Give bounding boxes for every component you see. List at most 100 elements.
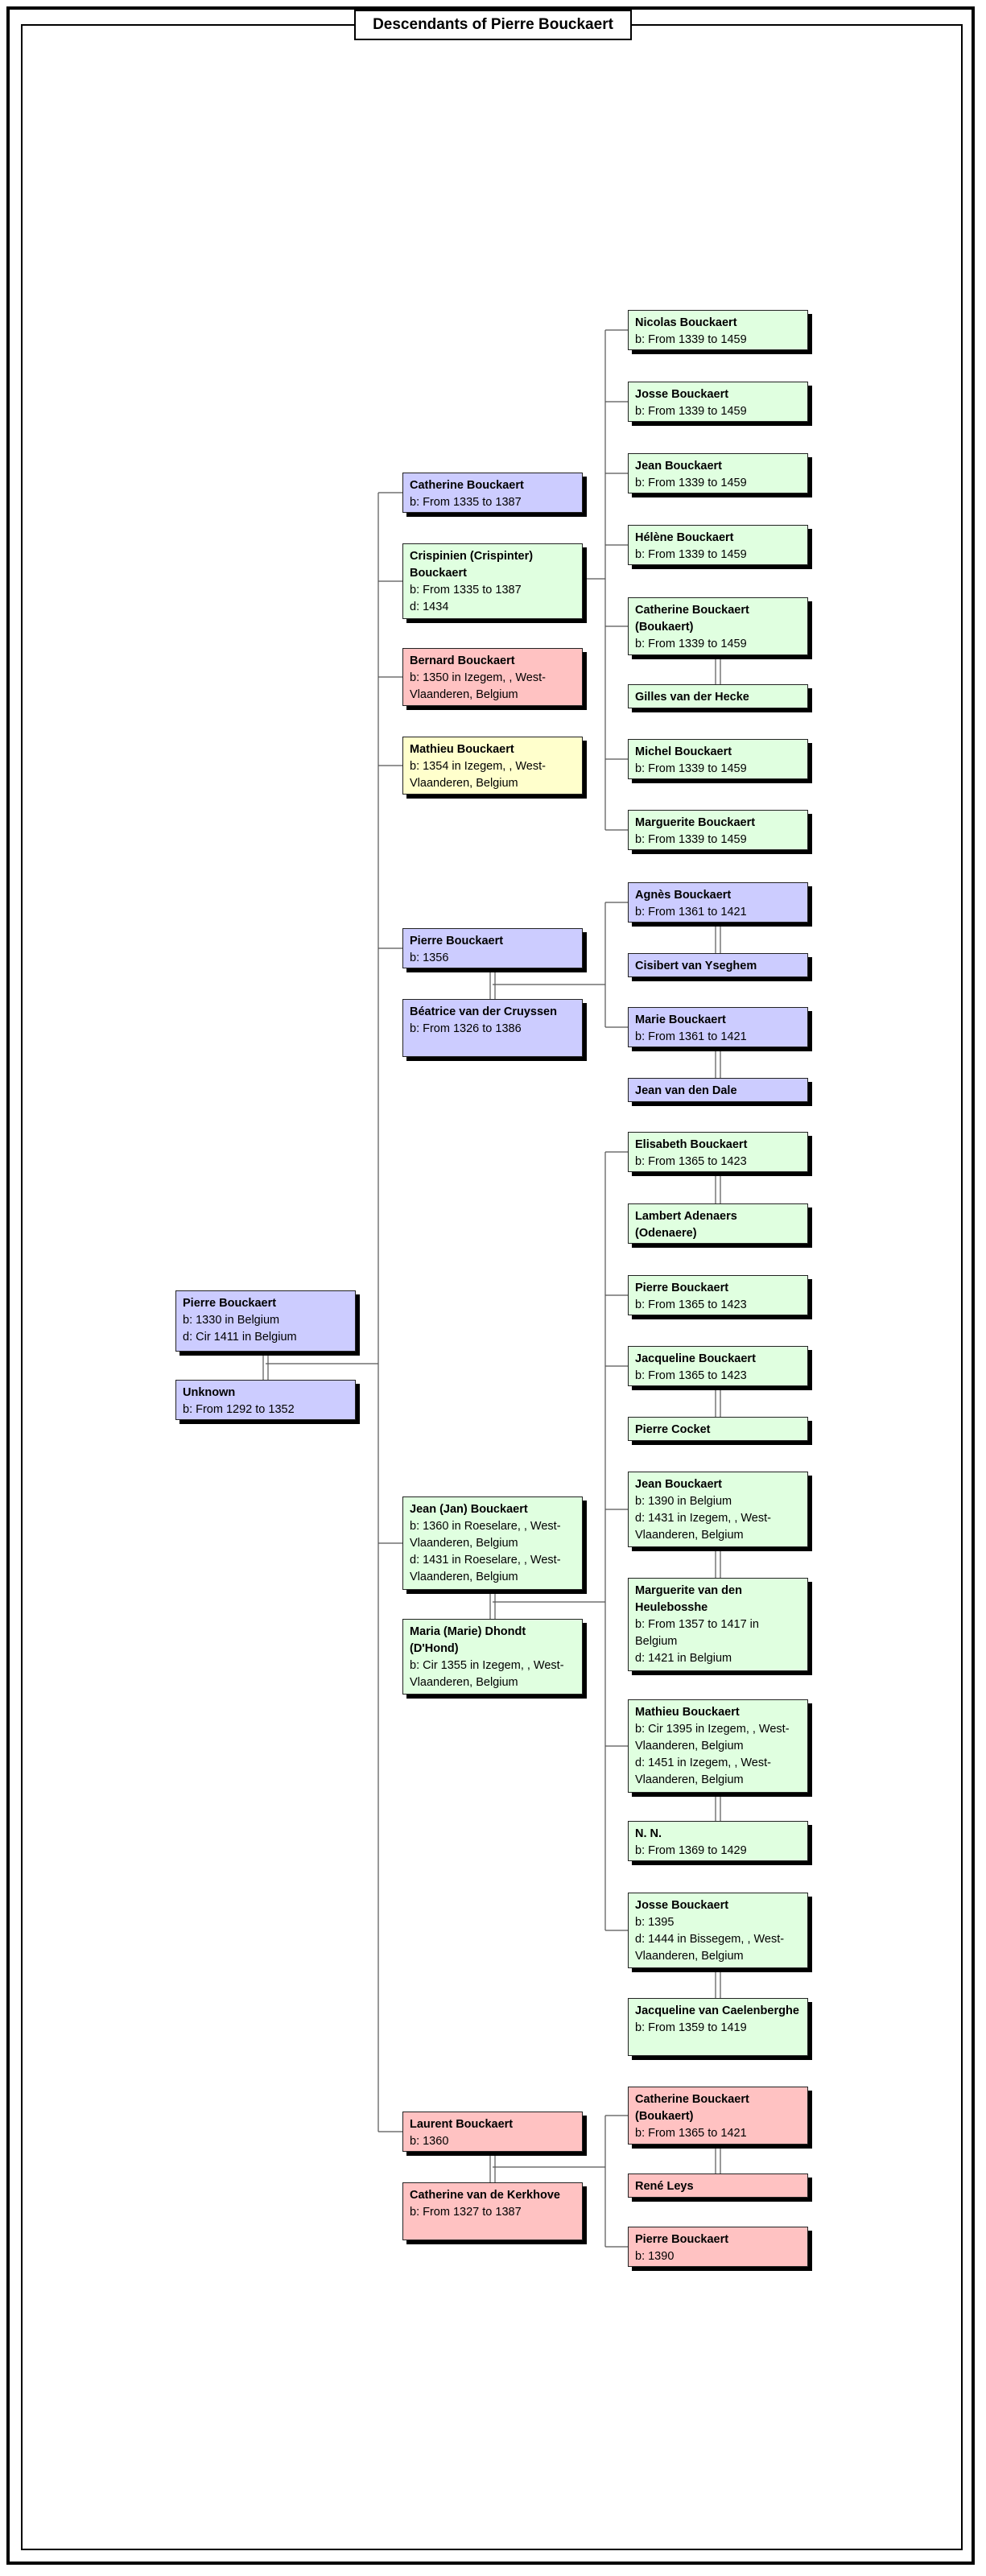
person-box-g5: Catherine Bouckaert (Boukaert) b: From 13…	[628, 597, 808, 655]
person-box-l1: Catherine Bouckaert (Boukaert) b: From 13…	[628, 2087, 808, 2145]
person-detail: b: From 1339 to 1459	[635, 762, 747, 775]
person-name: Agnès Bouckaert	[635, 889, 732, 902]
person-box-g2: Josse Bouckaert b: From 1339 to 1459	[628, 382, 808, 422]
person-name: Nicolas Bouckaert	[635, 316, 737, 329]
person-detail: b: From 1365 to 1421	[635, 2127, 747, 2140]
person-box-j4s: Marguerite van den Heulebosshe b: From 13…	[628, 1578, 808, 1671]
person-detail: b: 1360	[410, 2135, 449, 2148]
person-detail: b: 1395	[635, 1916, 675, 1929]
person-name: Marie Bouckaert	[635, 1013, 726, 1026]
person-detail: b: From 1357 to 1417 in Belgium	[635, 1618, 759, 1648]
person-detail: d: 1421 in Belgium	[635, 1652, 732, 1665]
person-name: Jean Bouckaert	[635, 1478, 722, 1491]
person-detail: d: Cir 1411 in Belgium	[183, 1331, 297, 1344]
person-box-c5: Pierre Bouckaert b: 1356	[402, 928, 583, 968]
person-detail: b: From 1369 to 1429	[635, 1844, 747, 1857]
person-detail: b: 1390	[635, 2250, 675, 2263]
person-detail: d: 1451 in Izegem, , West-Vlaanderen, Be…	[635, 1757, 771, 1786]
person-name: Catherine Bouckaert (Boukaert)	[635, 2093, 749, 2123]
person-detail: b: From 1339 to 1459	[635, 638, 747, 650]
person-detail: b: From 1359 to 1419	[635, 2021, 747, 2034]
person-detail: d: 1444 in Bissegem, , West-Vlaanderen, …	[635, 1933, 785, 1963]
person-detail: b: From 1326 to 1386	[410, 1022, 522, 1035]
person-detail: b: From 1339 to 1459	[635, 333, 747, 346]
person-name: Bernard Bouckaert	[410, 654, 515, 667]
person-name: Hélène Bouckaert	[635, 531, 734, 544]
person-detail: d: 1431 in Roeselare, , West-Vlaanderen,…	[410, 1554, 561, 1583]
person-box-j3s: Pierre Cocket	[628, 1417, 808, 1441]
person-name: Pierre Bouckaert	[410, 935, 504, 947]
person-box-g5s: Gilles van der Hecke	[628, 684, 808, 708]
person-box-c3: Bernard Bouckaert b: 1350 in Izegem, , We…	[402, 648, 583, 706]
person-name: Jean van den Dale	[635, 1084, 737, 1097]
outer-frame	[6, 6, 975, 2565]
person-detail: b: From 1361 to 1421	[635, 906, 747, 919]
person-detail: b: 1356	[410, 952, 449, 964]
person-name: Michel Bouckaert	[635, 745, 732, 758]
person-detail: b: Cir 1395 in Izegem, , West-Vlaanderen…	[635, 1723, 790, 1752]
person-box-g1: Nicolas Bouckaert b: From 1339 to 1459	[628, 310, 808, 350]
person-name: Laurent Bouckaert	[410, 2118, 514, 2131]
person-box-j4: Jean Bouckaert b: 1390 in Belgium d: 1431 …	[628, 1472, 808, 1547]
person-name: Maria (Marie) Dhondt (D'Hond)	[410, 1625, 526, 1655]
person-detail: b: 1330 in Belgium	[183, 1314, 280, 1327]
person-name: N. N.	[635, 1827, 662, 1840]
person-box-c6s: Maria (Marie) Dhondt (D'Hond) b: Cir 1355…	[402, 1619, 583, 1695]
person-name: Marguerite Bouckaert	[635, 816, 756, 829]
person-name: Mathieu Bouckaert	[410, 743, 514, 756]
person-name: René Leys	[635, 2180, 694, 2193]
person-detail: b: From 1335 to 1387	[410, 496, 522, 509]
person-detail: b: 1360 in Roeselare, , West-Vlaanderen,…	[410, 1520, 561, 1550]
person-name: Josse Bouckaert	[635, 1899, 729, 1912]
person-name: Unknown	[183, 1386, 236, 1399]
person-name: Pierre Bouckaert	[635, 2233, 729, 2246]
person-name: Cisibert van Yseghem	[635, 960, 757, 972]
person-detail: b: From 1339 to 1459	[635, 833, 747, 846]
person-box-h2s: Jean van den Dale	[628, 1078, 808, 1102]
person-name: Jean (Jan) Bouckaert	[410, 1503, 528, 1516]
person-detail: b: From 1339 to 1459	[635, 477, 747, 489]
person-name: Catherine Bouckaert	[410, 479, 524, 492]
person-detail: d: 1431 in Izegem, , West-Vlaanderen, Be…	[635, 1512, 771, 1542]
person-box-c7: Laurent Bouckaert b: 1360	[402, 2112, 583, 2152]
person-detail: b: From 1335 to 1387	[410, 584, 522, 597]
person-box-c2: Crispinien (Crispinter) Bouckaert b: From…	[402, 543, 583, 619]
person-box-j6s: Jacqueline van Caelenberghe b: From 1359 …	[628, 1998, 808, 2056]
person-name: Pierre Bouckaert	[635, 1282, 729, 1294]
person-box-c4: Mathieu Bouckaert b: 1354 in Izegem, , We…	[402, 737, 583, 795]
person-box-h1s: Cisibert van Yseghem	[628, 953, 808, 977]
person-name: Crispinien (Crispinter) Bouckaert	[410, 550, 534, 580]
person-detail: b: 1354 in Izegem, , West-Vlaanderen, Be…	[410, 760, 546, 790]
person-box-c1: Catherine Bouckaert b: From 1335 to 1387	[402, 473, 583, 513]
chart-title: Descendants of Pierre Bouckaert	[354, 10, 632, 40]
person-detail: b: 1350 in Izegem, , West-Vlaanderen, Be…	[410, 671, 546, 701]
person-box-j5s: N. N. b: From 1369 to 1429	[628, 1821, 808, 1861]
person-detail: b: From 1339 to 1459	[635, 548, 747, 561]
person-detail: b: 1390 in Belgium	[635, 1495, 732, 1508]
person-box-g7: Marguerite Bouckaert b: From 1339 to 1459	[628, 810, 808, 850]
person-name: Marguerite van den Heulebosshe	[635, 1584, 742, 1614]
person-name: Jacqueline van Caelenberghe	[635, 2004, 799, 2017]
person-name: Mathieu Bouckaert	[635, 1706, 740, 1719]
person-name: Catherine van de Kerkhove	[410, 2189, 560, 2202]
person-box-p0: Pierre Bouckaert b: 1330 in Belgium d: Cir…	[175, 1290, 356, 1352]
person-detail: b: From 1327 to 1387	[410, 2206, 522, 2219]
person-name: Lambert Adenaers (Odenaere)	[635, 1210, 737, 1240]
person-box-j5: Mathieu Bouckaert b: Cir 1395 in Izegem, …	[628, 1699, 808, 1793]
person-name: Catherine Bouckaert (Boukaert)	[635, 604, 749, 634]
person-detail: b: From 1365 to 1423	[635, 1155, 747, 1168]
person-detail: b: From 1339 to 1459	[635, 405, 747, 418]
person-name: Pierre Bouckaert	[183, 1297, 277, 1310]
person-name: Jacqueline Bouckaert	[635, 1352, 756, 1365]
person-box-h1: Agnès Bouckaert b: From 1361 to 1421	[628, 882, 808, 923]
person-detail: b: Cir 1355 in Izegem, , West-Vlaanderen…	[410, 1659, 564, 1689]
person-box-j1s: Lambert Adenaers (Odenaere)	[628, 1203, 808, 1244]
person-name: Josse Bouckaert	[635, 388, 729, 401]
